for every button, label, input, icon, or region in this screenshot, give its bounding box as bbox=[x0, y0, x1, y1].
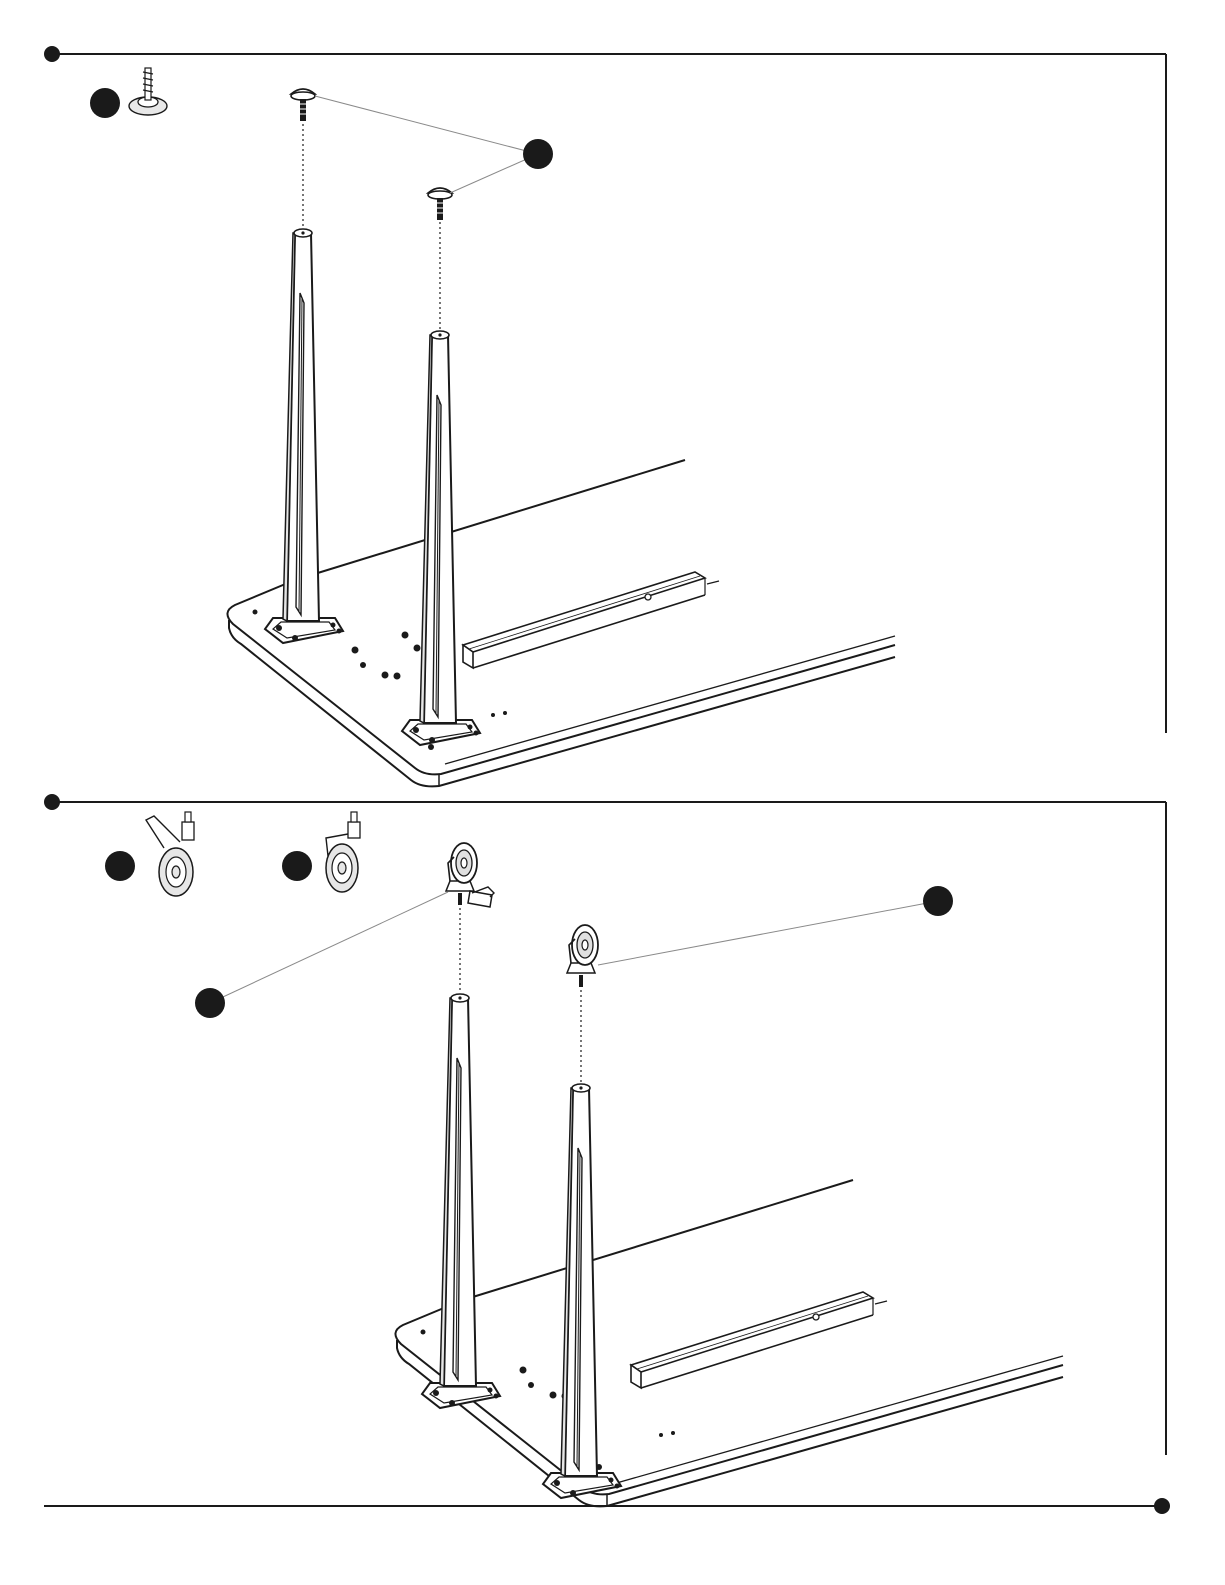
callout-badge bbox=[523, 139, 553, 169]
swivel-caster-icon bbox=[326, 812, 360, 892]
step-marker-dot bbox=[1154, 1498, 1170, 1514]
part-callout bbox=[598, 886, 953, 965]
leveling-glide bbox=[291, 89, 315, 121]
callout-badge bbox=[195, 988, 225, 1018]
tabletop-underside bbox=[395, 1180, 1063, 1506]
step-marker-dot bbox=[44, 794, 60, 810]
callout-badge bbox=[923, 886, 953, 916]
hardware-callout-leveling-glide bbox=[90, 68, 167, 118]
table-leg bbox=[265, 229, 343, 643]
locking-caster bbox=[446, 843, 494, 907]
leveling-glide bbox=[428, 188, 452, 220]
hardware-callout-swivel-caster bbox=[282, 812, 360, 892]
callout-badge bbox=[90, 88, 120, 118]
part-callout bbox=[315, 96, 553, 193]
locking-caster-icon bbox=[146, 812, 194, 896]
callout-badge bbox=[105, 851, 135, 881]
part-callout bbox=[195, 892, 448, 1018]
swivel-caster bbox=[567, 925, 598, 987]
step-marker-dot bbox=[44, 46, 60, 62]
callout-badge bbox=[282, 851, 312, 881]
leveling-glide-icon bbox=[129, 68, 167, 115]
hardware-callout-locking-caster bbox=[105, 812, 194, 896]
